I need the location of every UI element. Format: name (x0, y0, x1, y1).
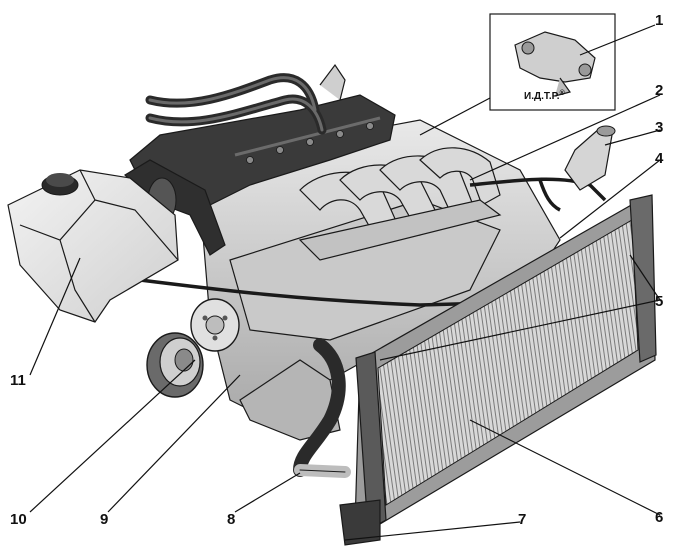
intake-manifold (298, 147, 502, 261)
radiator (339, 194, 657, 546)
water-pump-pulley (190, 298, 240, 352)
heater-hoses (145, 73, 327, 135)
thermostat-housing-inset: И.Д.Т.Р.® (489, 13, 616, 111)
inset-label: И.Д.Т.Р. (524, 91, 560, 102)
expansion-tank (7, 169, 179, 323)
leader-lines (29, 24, 661, 541)
svg-text:И.Д.Т.Р.®: И.Д.Т.Р.® (524, 89, 566, 102)
callout-1: 1 (655, 12, 663, 29)
callout-6: 6 (655, 509, 663, 526)
engine-block (199, 119, 561, 441)
crankshaft-pulley (146, 332, 204, 398)
callout-4: 4 (655, 150, 664, 167)
callout-10: 10 (10, 511, 27, 528)
callout-8: 8 (227, 511, 235, 528)
callout-5: 5 (655, 293, 663, 310)
callout-11: 11 (10, 372, 26, 389)
callout-numbers: 1 2 3 4 5 6 7 8 9 10 11 (10, 12, 664, 528)
callout-7: 7 (518, 511, 526, 528)
lower-radiator-hose (293, 338, 351, 478)
thermostat-outlet (564, 125, 616, 191)
registered-mark: ® (560, 89, 566, 97)
callout-9: 9 (100, 511, 108, 528)
callout-3: 3 (655, 119, 663, 136)
callout-2: 2 (655, 82, 663, 99)
